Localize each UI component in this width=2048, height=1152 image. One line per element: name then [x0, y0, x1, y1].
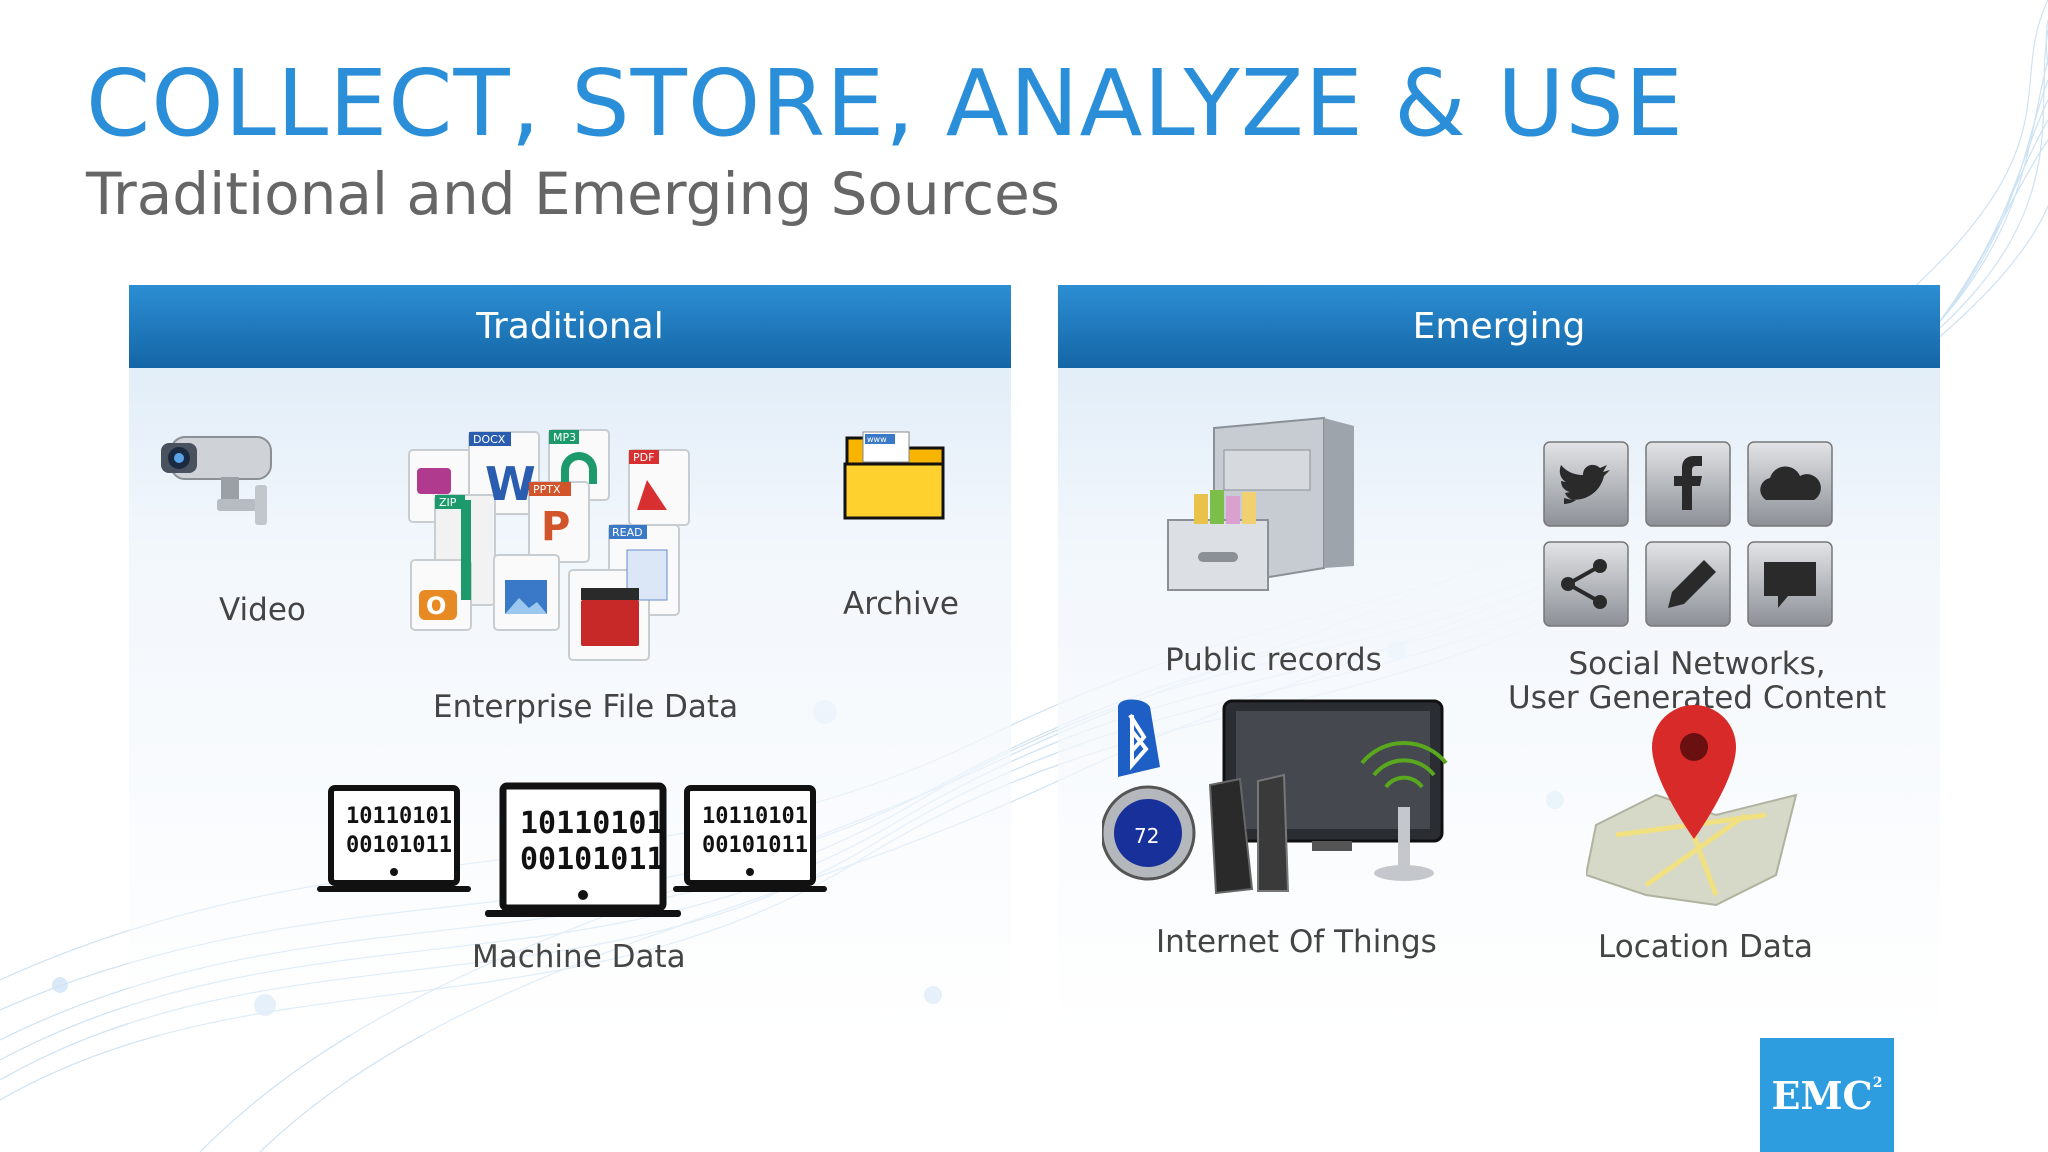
laptop2-row1: 10110101	[520, 806, 665, 841]
outlook-letter: O	[426, 592, 446, 620]
twitter-icon	[1559, 464, 1610, 504]
thermostat-value: 72	[1134, 824, 1159, 848]
public-records-label: Public records	[1165, 642, 1382, 678]
machine-data-label: Machine Data	[472, 939, 686, 975]
social-networks-label: Social Networks, User Generated Content	[1508, 647, 1886, 715]
read-tag: READ	[612, 526, 643, 539]
facebook-icon	[1674, 456, 1702, 510]
enterprise-file-data-label: Enterprise File Data	[433, 689, 739, 725]
traditional-panel: Traditional Video W P O	[129, 285, 1011, 1035]
laptop1-row2: 00101011	[346, 833, 452, 858]
laptop2-row2: 00101011	[520, 842, 665, 877]
docx-tag: DOCX	[473, 433, 506, 446]
laptop1-row1: 10110101	[346, 804, 452, 829]
pptx-tag: PPTX	[533, 483, 561, 496]
mp3-tag: MP3	[553, 431, 576, 444]
emc-logo-text: EMC	[1771, 1072, 1873, 1118]
word-letter: W	[485, 457, 536, 511]
zip-tag: ZIP	[439, 496, 457, 509]
laptop3-row2: 00101011	[702, 833, 808, 858]
www-tag: www	[867, 435, 887, 444]
video-label: Video	[219, 592, 306, 628]
emerging-panel: Emerging Public records	[1058, 285, 1940, 1035]
pdf-tag: PDF	[633, 451, 654, 464]
iot-devices-icon: 72	[1102, 699, 1448, 895]
cloud-icon	[1760, 466, 1821, 500]
social-networks-line1: Social Networks,	[1568, 646, 1826, 682]
location-data-label: Location Data	[1598, 929, 1813, 965]
laptop3-row1: 10110101	[702, 804, 808, 829]
slide-title: COLLECT, STORE, ANALYZE & USE	[86, 50, 1684, 157]
slide-subtitle: Traditional and Emerging Sources	[86, 160, 1060, 228]
internet-of-things-label: Internet Of Things	[1156, 924, 1437, 960]
pencil-icon	[1668, 560, 1716, 608]
machine-data-laptops-icon: 10110101 00101011 10110101 00101011 1011…	[317, 782, 827, 917]
archive-label: Archive	[843, 586, 959, 622]
traditional-header: Traditional	[129, 285, 1011, 368]
share-icon	[1561, 559, 1607, 609]
archive-folder-icon: www	[843, 431, 945, 520]
emerging-header: Emerging	[1058, 285, 1940, 368]
emc-logo-sup: 2	[1872, 1075, 1883, 1091]
enterprise-files-icon: W P O DOCX PPTX ZIP PDF MP3 READ	[408, 429, 690, 661]
file-cabinet-icon	[1167, 416, 1354, 591]
location-map-icon	[1586, 705, 1798, 907]
comment-icon	[1764, 562, 1816, 608]
powerpoint-letter: P	[541, 504, 570, 550]
social-icons-grid	[1542, 440, 1842, 630]
security-camera-icon	[161, 436, 272, 525]
